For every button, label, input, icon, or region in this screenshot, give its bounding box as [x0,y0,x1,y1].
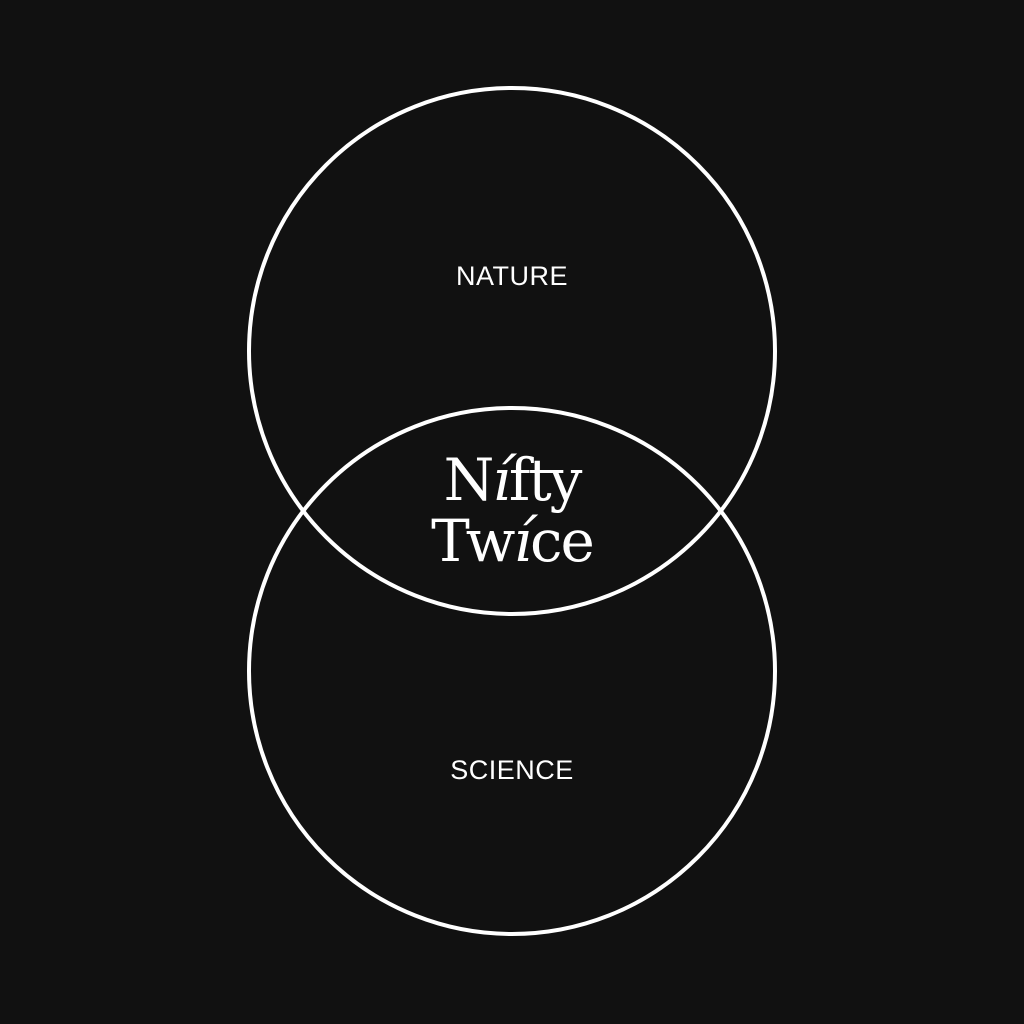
top-circle [247,86,777,616]
bottom-set-label: SCIENCE [450,755,574,785]
logo-line-2-pre: Tw [431,507,515,575]
logo-line-1: Nífty [0,451,1024,509]
logo-line-1-post: fty [508,446,583,514]
logo-line-2: Twíce [0,512,1024,570]
logo-line-2-accent: í [513,507,532,575]
logo-line-1-pre: N [443,446,495,514]
logo-line-2-post: ce [530,507,595,575]
logo-line-1-accent: í [492,446,511,514]
top-set-label: NATURE [455,261,568,291]
bottom-circle [247,406,777,936]
